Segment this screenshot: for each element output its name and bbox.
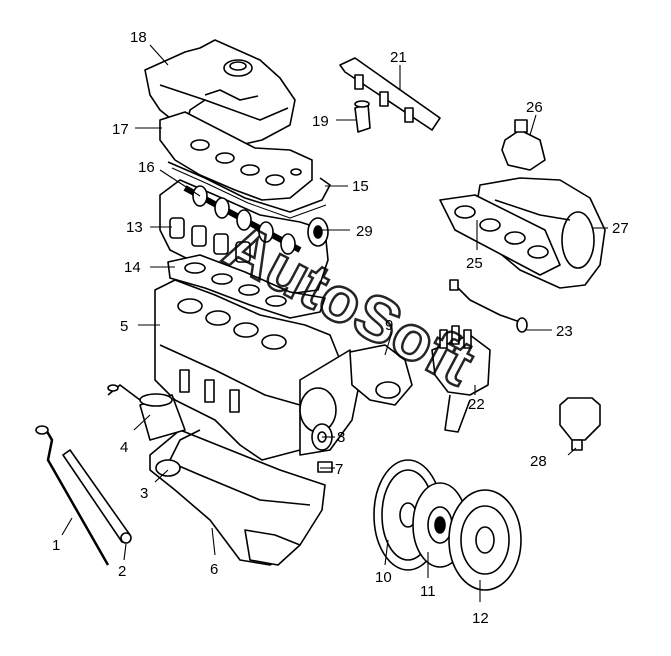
intake-gasket xyxy=(439,194,561,276)
head-gasket xyxy=(167,254,326,319)
dipstick-tube xyxy=(62,449,132,544)
callout-9: 9 xyxy=(385,317,393,334)
callout-28: 28 xyxy=(530,453,547,470)
leader-lines xyxy=(61,44,608,602)
oil-pan xyxy=(149,429,326,566)
callout-23: 23 xyxy=(556,323,573,340)
callout-27: 27 xyxy=(612,220,629,237)
leader-4 xyxy=(133,414,151,431)
fuel-pressure-regulator xyxy=(559,397,601,451)
oil-strainer xyxy=(155,429,201,477)
camshaft-seal xyxy=(307,217,329,247)
callout-13: 13 xyxy=(126,219,143,236)
oil-filter xyxy=(107,384,186,441)
callout-labels: 1 2 3 4 5 6 7 8 9 10 11 12 13 14 15 16 1… xyxy=(52,29,629,627)
leader-26 xyxy=(529,114,537,136)
fuel-injector xyxy=(354,100,371,133)
leader-28 xyxy=(567,447,577,456)
water-pump xyxy=(349,344,413,406)
leader-10 xyxy=(384,539,389,566)
callout-17: 17 xyxy=(112,121,129,138)
callout-16: 16 xyxy=(138,159,155,176)
leader-2 xyxy=(123,543,127,561)
distributor xyxy=(431,325,491,433)
callout-6: 6 xyxy=(210,561,218,578)
oxygen-sensor xyxy=(449,279,528,333)
callout-19: 19 xyxy=(312,113,329,130)
callout-10: 10 xyxy=(375,569,392,586)
map-sensor xyxy=(501,119,546,171)
callout-8: 8 xyxy=(337,429,345,446)
dipstick xyxy=(35,425,110,566)
leader-18 xyxy=(149,44,169,66)
leader-16 xyxy=(159,169,201,197)
leader-1 xyxy=(61,517,73,536)
callout-4: 4 xyxy=(120,439,128,456)
leader-3 xyxy=(154,469,169,483)
callout-12: 12 xyxy=(472,610,489,627)
camshaft-cover xyxy=(159,111,313,201)
callout-21: 21 xyxy=(390,49,407,66)
leader-6 xyxy=(211,527,216,556)
callout-1: 1 xyxy=(52,537,60,554)
leader-9 xyxy=(384,331,393,356)
fuel-rail xyxy=(339,57,441,131)
callout-3: 3 xyxy=(140,485,148,502)
callout-2: 2 xyxy=(118,563,126,580)
callout-18: 18 xyxy=(130,29,147,46)
callout-22: 22 xyxy=(468,396,485,413)
valve-cover-gasket xyxy=(167,161,331,219)
callout-26: 26 xyxy=(526,99,543,116)
callout-7: 7 xyxy=(335,461,343,478)
cylinder-head xyxy=(159,179,329,296)
pressure-plate xyxy=(448,489,522,591)
callout-5: 5 xyxy=(120,318,128,335)
callout-29: 29 xyxy=(356,223,373,240)
callout-15: 15 xyxy=(352,178,369,195)
callout-11: 11 xyxy=(420,583,436,600)
callout-25: 25 xyxy=(466,255,483,272)
callout-14: 14 xyxy=(124,259,141,276)
crankshaft-sensor xyxy=(317,461,333,473)
